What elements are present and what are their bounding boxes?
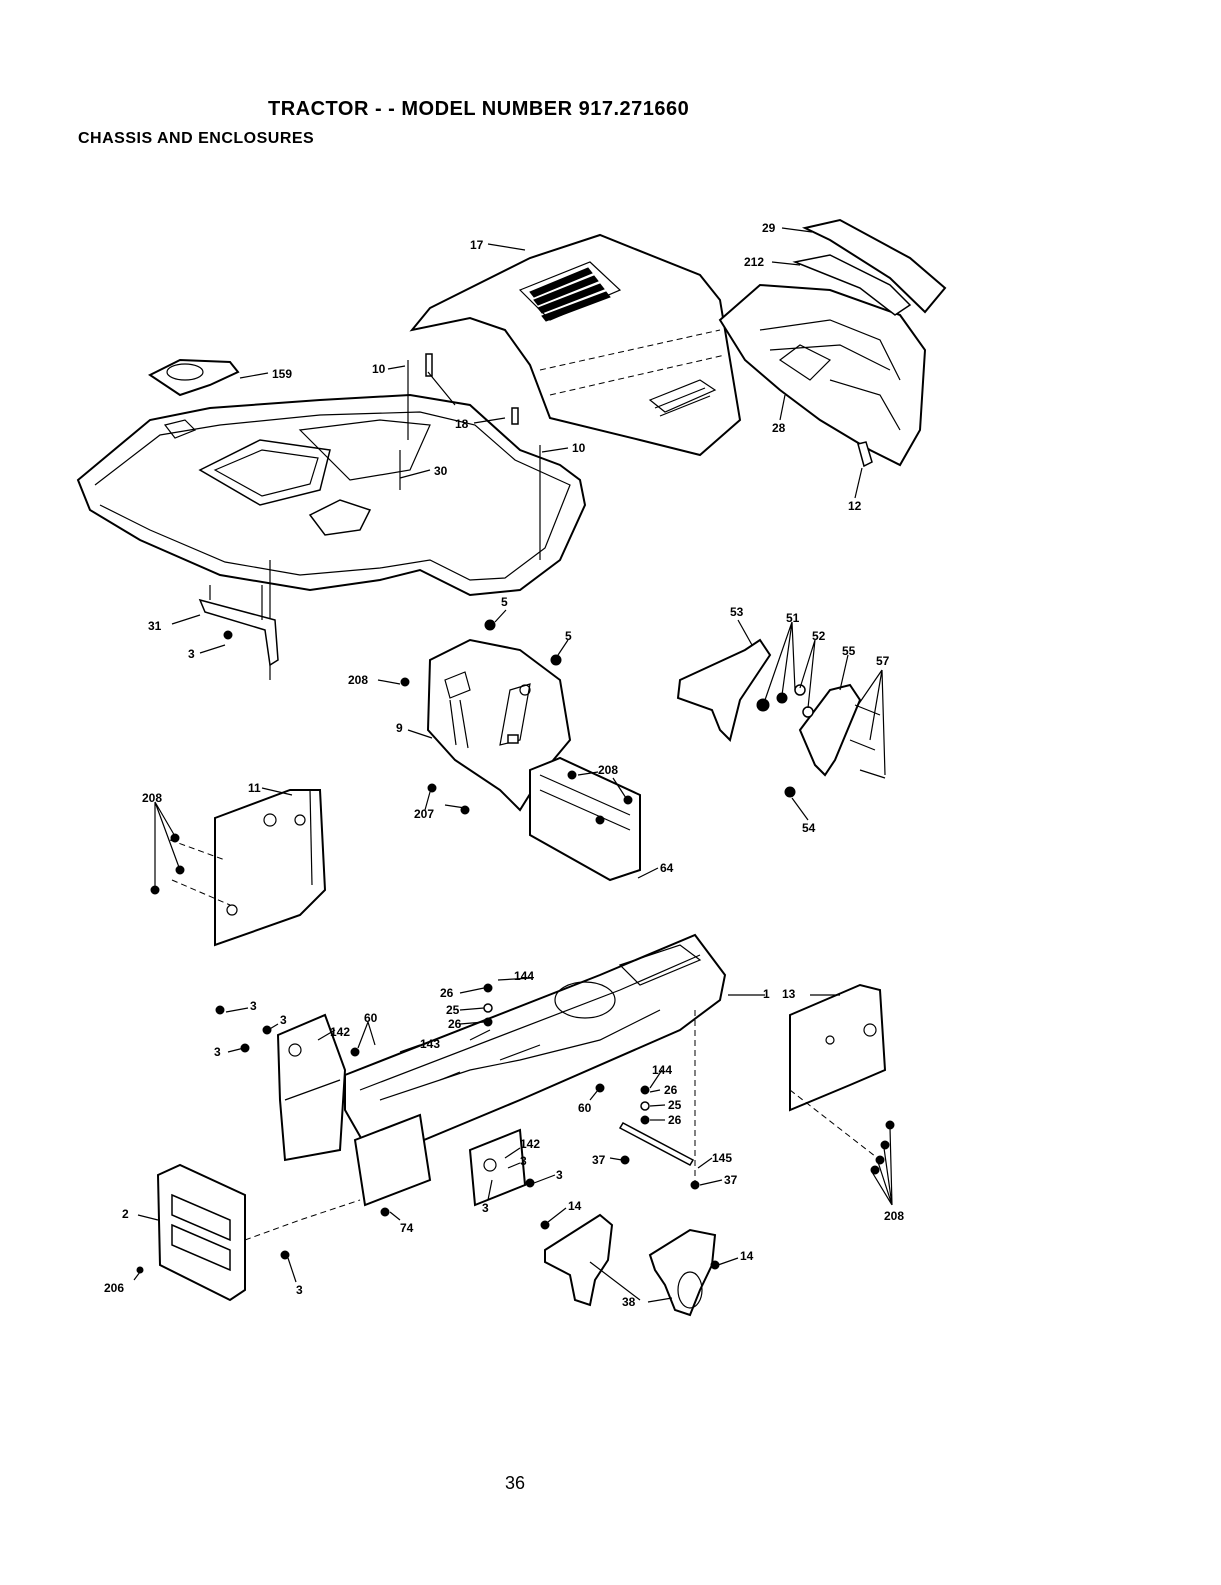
callout-57: 57 — [876, 654, 890, 668]
callout-3e: 3 — [520, 1154, 527, 1168]
callout-13: 13 — [782, 987, 796, 1001]
callout-37b: 37 — [724, 1173, 738, 1187]
bracket-31 — [200, 585, 278, 665]
callout-74: 74 — [400, 1221, 414, 1235]
callout-3a: 3 — [188, 647, 195, 661]
callout-5a: 5 — [501, 595, 508, 609]
mount-plate-142-right — [470, 1130, 525, 1205]
callout-3b: 3 — [250, 999, 257, 1013]
callout-29: 29 — [762, 221, 776, 235]
callout-159: 159 — [272, 367, 292, 381]
callout-18: 18 — [455, 417, 469, 431]
callout-38: 38 — [622, 1295, 636, 1309]
callout-3g: 3 — [482, 1201, 489, 1215]
callout-17: 17 — [470, 238, 484, 252]
callout-26a: 26 — [440, 986, 454, 1000]
callout-54: 54 — [802, 821, 816, 835]
callout-3f: 3 — [556, 1168, 563, 1182]
callout-60b: 60 — [578, 1101, 592, 1115]
callout-145: 145 — [712, 1151, 732, 1165]
callout-28: 28 — [772, 421, 786, 435]
callout-53: 53 — [730, 605, 744, 619]
side-panel-13 — [790, 985, 885, 1110]
callout-3h: 3 — [296, 1283, 303, 1297]
body-pan-part — [78, 395, 585, 595]
callout-14a: 14 — [568, 1199, 582, 1213]
callout-3c: 3 — [280, 1013, 287, 1027]
axle-bracket-38-left — [545, 1215, 612, 1305]
callout-208c: 208 — [142, 791, 162, 805]
callout-25a: 25 — [446, 1003, 460, 1017]
callout-9: 9 — [396, 721, 403, 735]
callout-37a: 37 — [592, 1153, 606, 1167]
support-bracket-64 — [530, 758, 640, 880]
callout-208a: 208 — [348, 673, 368, 687]
callout-10b: 10 — [572, 441, 586, 455]
callout-142b: 142 — [520, 1137, 540, 1151]
callout-64: 64 — [660, 861, 674, 875]
callout-206: 206 — [104, 1281, 124, 1295]
steering-bracket-53 — [678, 640, 770, 740]
callout-30: 30 — [434, 464, 448, 478]
axle-bracket-38-right — [650, 1230, 715, 1315]
callout-208b: 208 — [598, 763, 618, 777]
callout-26b: 26 — [448, 1017, 462, 1031]
callout-143: 143 — [420, 1037, 440, 1051]
tie-rod-145 — [620, 1123, 693, 1165]
callout-12: 12 — [848, 499, 862, 513]
dash-cap-part — [150, 360, 238, 395]
callout-144a: 144 — [514, 969, 534, 983]
callout-26d: 26 — [668, 1113, 682, 1127]
callout-31: 31 — [148, 619, 162, 633]
callout-208d: 208 — [884, 1209, 904, 1223]
callout-10a: 10 — [372, 362, 386, 376]
callout-14b: 14 — [740, 1249, 754, 1263]
callout-25b: 25 — [668, 1098, 682, 1112]
callout-207: 207 — [414, 807, 434, 821]
callout-52: 52 — [812, 629, 826, 643]
callout-11: 11 — [248, 781, 261, 795]
callout-2: 2 — [122, 1207, 129, 1221]
callout-55: 55 — [842, 644, 856, 658]
callout-51: 51 — [786, 611, 800, 625]
callout-142a: 142 — [330, 1025, 350, 1039]
callout-5b: 5 — [565, 629, 572, 643]
callout-144b: 144 — [652, 1063, 672, 1077]
side-panel-11 — [215, 790, 325, 945]
rear-plate-2 — [158, 1165, 245, 1300]
callout-26c: 26 — [664, 1083, 678, 1097]
callout-60a: 60 — [364, 1011, 378, 1025]
callout-1: 1 — [763, 987, 770, 1001]
callout-212: 212 — [744, 255, 764, 269]
callout-3d: 3 — [214, 1045, 221, 1059]
page-number: 36 — [505, 1473, 525, 1494]
